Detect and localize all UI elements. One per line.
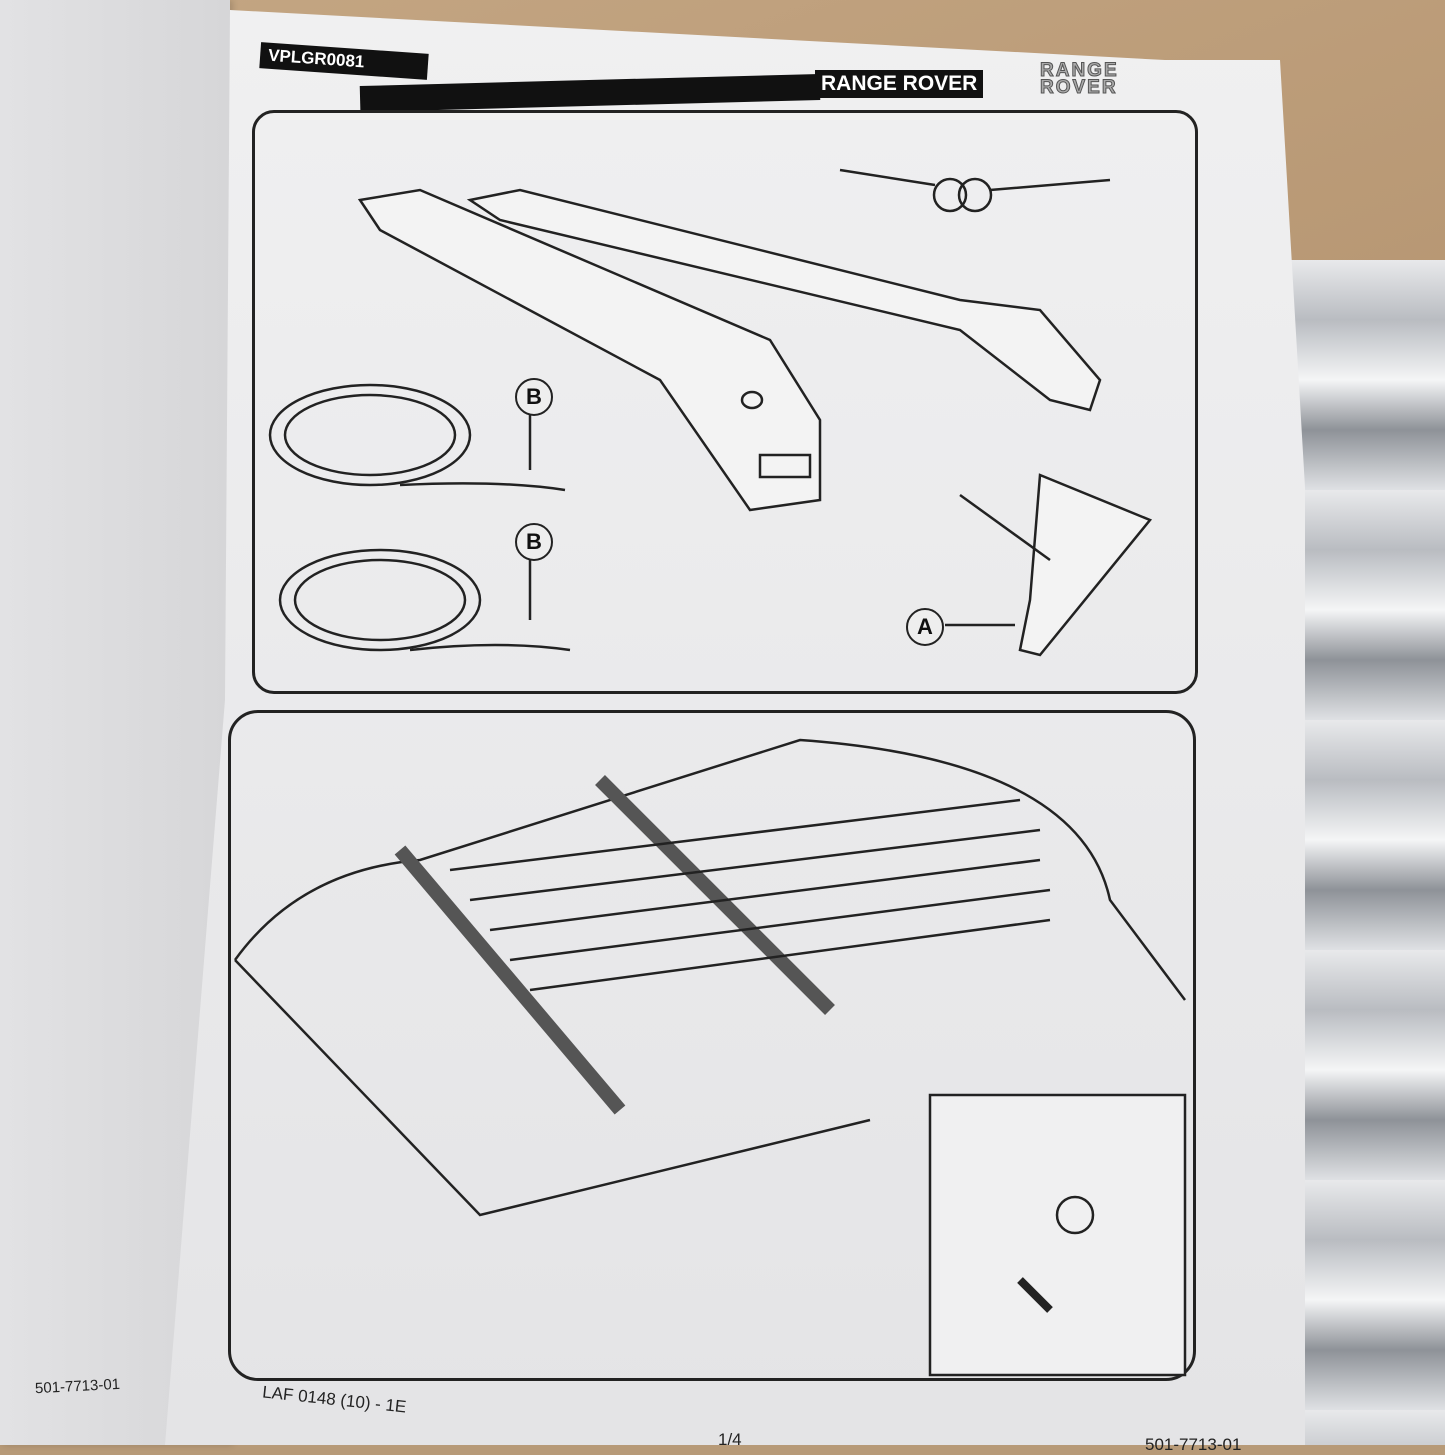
- brand-title: RANGE ROVER: [815, 70, 984, 98]
- callout-b-top: B: [515, 378, 553, 416]
- rubber-strip-b1: [268, 383, 566, 492]
- callout-arrows: [528, 412, 1015, 627]
- right-page-code: 501-7713-01: [1145, 1435, 1242, 1454]
- roof-bar-illustration: [357, 188, 1102, 512]
- rubber-strip-b2: [278, 548, 571, 652]
- keys-icon: [839, 168, 1111, 213]
- installation-panel: [228, 710, 1196, 1381]
- callout-a: A: [906, 608, 944, 646]
- vehicle-roof-illustration: [233, 738, 1187, 1377]
- callout-b-bottom: B: [515, 523, 553, 561]
- parts-panel: [252, 110, 1198, 694]
- page-number: 1/4: [718, 1430, 742, 1449]
- end-cap-illustration: [959, 473, 1153, 657]
